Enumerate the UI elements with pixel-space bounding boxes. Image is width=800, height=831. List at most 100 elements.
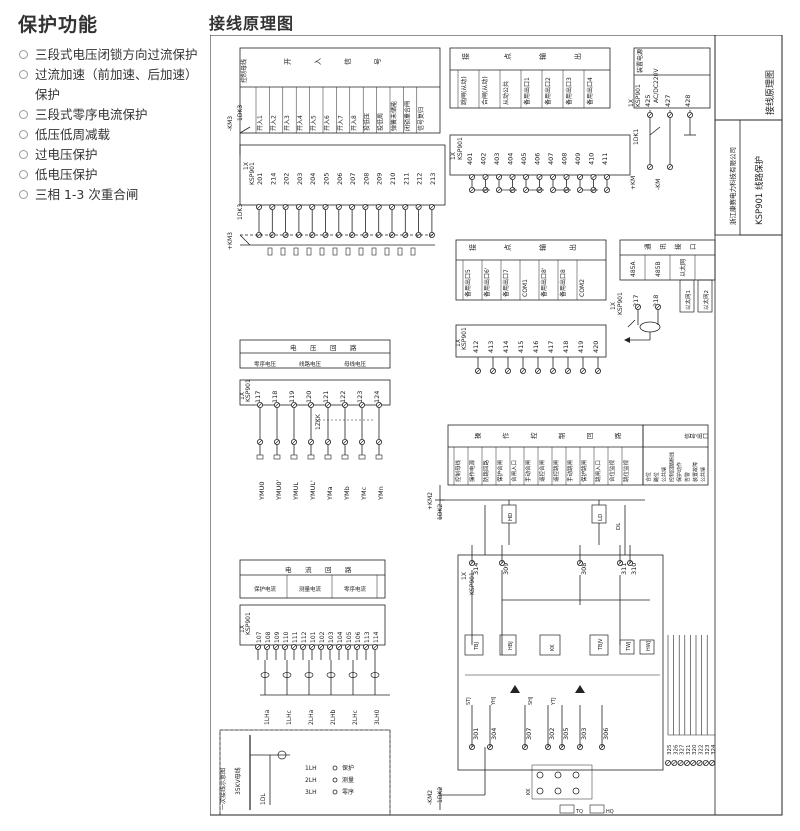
diagram-label: 路: [350, 343, 357, 352]
diagram-label: 浙江康赛电力科技有限公司: [728, 147, 737, 225]
diagram-label: 操: [473, 432, 482, 439]
diagram-label: 1DK3: [237, 105, 244, 121]
diagram-label: 出: [696, 433, 704, 439]
diagram-label: 404: [507, 153, 515, 165]
TQ-coil-icon: [559, 804, 575, 814]
wire: [270, 204, 275, 210]
diagram-label: 408: [561, 153, 569, 165]
diagram-label: 开入2: [270, 115, 277, 131]
diagram-label: 开入7: [337, 115, 344, 131]
TBJ-coil-icon: [464, 634, 484, 656]
diagram-label: 201: [256, 173, 264, 185]
wire: [577, 187, 583, 193]
arrow-icon: [624, 337, 630, 343]
diagram-label: 418: [562, 341, 570, 353]
diagram-label: 206: [336, 173, 344, 185]
wire: [274, 402, 280, 408]
resistor-icon: [358, 247, 364, 256]
diagram-label: 手动合闸: [524, 460, 532, 482]
diagram-label: 327: [680, 744, 686, 755]
diagram-label: 通: [643, 243, 652, 250]
wire: [577, 174, 583, 180]
ct-icon: [332, 777, 338, 783]
TBJ-coil-icon: [589, 634, 609, 656]
diagram-label: 122: [339, 391, 347, 403]
wire: [309, 204, 315, 210]
diagram-label: 跳闸入口: [594, 460, 602, 482]
diagram-label: 307: [525, 728, 533, 740]
wire: [665, 760, 671, 766]
diagram-label: 备用出口1: [523, 77, 531, 105]
diagram-label: 401: [466, 153, 474, 165]
wire: [256, 232, 262, 238]
diagram-label: 428: [684, 95, 692, 107]
diagram-label: 111: [292, 631, 299, 643]
diagram-label: 电: [290, 343, 297, 352]
diagram-label: 电: [285, 565, 292, 574]
diagram-label: 装置电源: [636, 49, 644, 73]
feature-item: 三相 1-3 次重合闸: [18, 185, 203, 205]
wire: [296, 232, 302, 238]
diagram-label: KSP901: [635, 84, 642, 107]
diagram-label: 1X: [239, 625, 246, 633]
diagram-label: 427: [664, 95, 672, 107]
diagram-label: 120: [305, 391, 313, 403]
diagram-label: 1X: [610, 302, 617, 310]
wire: [523, 187, 529, 193]
diagram-label: 415: [517, 341, 525, 353]
diagram-label: YMU0': [275, 480, 283, 501]
wire: [672, 760, 677, 766]
diagram-label: 302: [548, 728, 556, 740]
diagram-label: 3LH: [305, 789, 317, 796]
diagram-label: 485B: [655, 261, 662, 277]
diagram-label: KSP901: [457, 137, 464, 160]
diagram-label: 输: [538, 244, 547, 251]
wire: [649, 126, 661, 136]
diagram-label: 接: [468, 244, 477, 251]
diagram-label: 109: [274, 631, 281, 643]
HWJ-coil-icon: [639, 639, 655, 655]
diagram-label: +KM3: [227, 232, 234, 250]
KK-switch-icon: [539, 634, 561, 656]
diagram-label: KK: [550, 644, 556, 651]
feature-text: 三段式电压闭锁方向过流保护: [35, 47, 198, 62]
wire: [359, 439, 365, 445]
wire: [300, 644, 306, 650]
diagram-label: 压: [310, 344, 317, 352]
diagram-label: TWJ: [626, 642, 632, 652]
kk-contact-icon: [554, 771, 562, 779]
diagram-label: 1DK3: [237, 204, 244, 220]
diagram-label: 202: [283, 173, 291, 185]
diagram-label: 322: [699, 745, 705, 756]
diagram-label: 备用出口8': [540, 267, 548, 297]
diagram-label: 304: [490, 728, 498, 740]
diagram-label: 控: [529, 432, 538, 439]
wire: [274, 439, 280, 445]
fuse-icon: [273, 454, 281, 460]
diagram-label: 零序: [342, 788, 354, 796]
wire: [496, 174, 502, 180]
diagram-label: 点: [504, 53, 512, 60]
feature-item: 低压低周减载: [18, 125, 203, 145]
diagram-label: 419: [577, 341, 585, 353]
wire: [372, 644, 378, 650]
circle-bullet-icon: [19, 110, 28, 119]
kk-contact-icon: [572, 787, 580, 795]
diagram-label: COM2: [579, 279, 586, 297]
diagram-label: 2LH: [305, 777, 317, 784]
circle-bullet-icon: [19, 190, 28, 199]
wire: [591, 174, 596, 180]
diagram-label: 1DK2: [437, 504, 444, 520]
diagram-label: 保护合闸: [496, 460, 504, 482]
wire: [709, 760, 715, 766]
diagram-label: YMc: [360, 486, 368, 501]
diagram-label: 110: [283, 631, 290, 643]
diagram-label: 号: [374, 58, 382, 65]
wire: [505, 368, 511, 374]
diagram-label: 123: [356, 391, 364, 403]
wire: [535, 368, 541, 374]
feature-item: 低电压保护: [18, 165, 203, 185]
diagram-label: 306: [602, 728, 610, 740]
diagram-label: 开入3: [284, 115, 291, 131]
diagram-label: HWJ: [646, 641, 652, 651]
